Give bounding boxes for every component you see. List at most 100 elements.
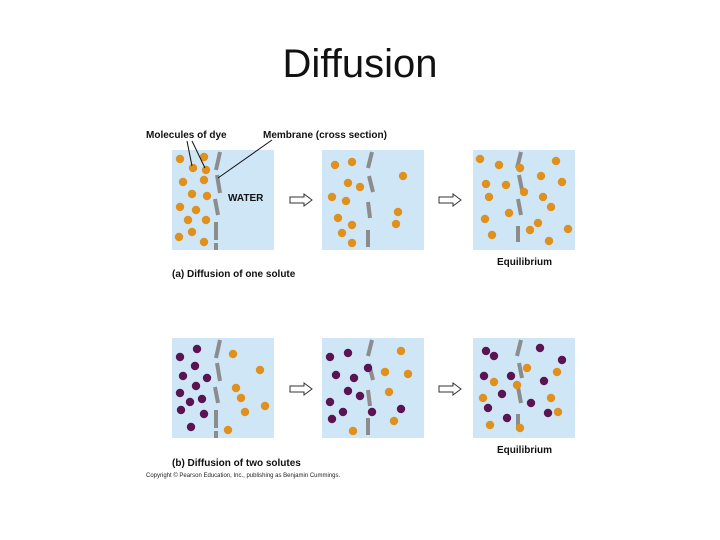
dye-molecule-orange <box>347 238 357 248</box>
dye-molecule-purple <box>186 422 196 432</box>
dye-molecule-orange <box>384 387 394 397</box>
dye-molecule-orange <box>544 236 554 246</box>
membrane-segment <box>215 174 222 194</box>
dye-molecule-orange <box>223 425 233 435</box>
dye-molecule-orange <box>260 401 270 411</box>
dye-molecule-purple <box>483 403 493 413</box>
process-arrow <box>438 193 462 207</box>
equilibrium-label-b: Equilibrium <box>497 445 552 456</box>
dye-molecule-orange <box>504 208 514 218</box>
membrane-segment <box>215 362 222 382</box>
dye-molecule-purple <box>535 343 545 353</box>
water-panel <box>172 338 274 438</box>
membrane-segment <box>213 386 220 404</box>
dye-molecule-purple <box>197 394 207 404</box>
dye-molecule-orange <box>515 423 525 433</box>
membrane-segment <box>214 339 222 359</box>
dye-molecule-orange <box>403 369 413 379</box>
dye-molecule-orange <box>489 377 499 387</box>
dye-molecule-purple <box>192 344 202 354</box>
dye-molecule-purple <box>526 398 536 408</box>
dye-molecule-orange <box>525 225 535 235</box>
dye-molecule-orange <box>199 175 209 185</box>
dye-molecule-purple <box>325 352 335 362</box>
dye-molecule-orange <box>202 191 212 201</box>
dye-molecule-orange <box>389 416 399 426</box>
dye-molecule-orange <box>347 157 357 167</box>
dye-molecule-orange <box>199 237 209 247</box>
dye-molecule-purple <box>506 371 516 381</box>
dye-molecule-orange <box>484 192 494 202</box>
dye-molecule-orange <box>563 224 573 234</box>
dye-molecule-purple <box>331 370 341 380</box>
dye-molecule-orange <box>538 192 548 202</box>
membrane-segment <box>366 339 374 357</box>
dye-molecule-purple <box>543 408 553 418</box>
dye-molecule-orange <box>494 160 504 170</box>
dye-molecule-orange <box>536 171 546 181</box>
membrane-segment <box>516 198 523 216</box>
dye-molecule-purple <box>489 351 499 361</box>
dye-molecule-orange <box>552 367 562 377</box>
leader-line <box>217 139 273 179</box>
dye-molecule-purple <box>185 397 195 407</box>
leader-line <box>186 140 193 167</box>
dye-molecule-purple <box>175 352 185 362</box>
membrane-segment <box>213 198 220 216</box>
copyright-text: Copyright © Pearson Education, Inc., pub… <box>146 473 341 479</box>
dye-molecule-purple <box>176 405 186 415</box>
dye-molecule-orange <box>391 219 401 229</box>
membrane-segment <box>366 151 374 169</box>
dye-molecule-orange <box>519 187 529 197</box>
dye-molecule-orange <box>327 192 337 202</box>
dye-molecule-orange <box>341 196 351 206</box>
process-arrow <box>289 382 313 396</box>
dye-molecule-orange <box>533 218 543 228</box>
process-arrow <box>438 382 462 396</box>
dye-molecule-orange <box>487 230 497 240</box>
dye-molecule-orange <box>333 213 343 223</box>
dye-molecule-purple <box>191 381 201 391</box>
dye-molecule-orange <box>393 207 403 217</box>
dye-molecule-orange <box>201 165 211 175</box>
dye-molecule-purple <box>349 373 359 383</box>
dye-molecule-orange <box>355 182 365 192</box>
membrane-label: Membrane (cross section) <box>263 130 387 141</box>
dye-molecule-orange <box>398 171 408 181</box>
dye-molecule-orange <box>174 232 184 242</box>
dye-molecule-orange <box>201 215 211 225</box>
dye-molecule-purple <box>479 371 489 381</box>
dye-molecule-purple <box>190 361 200 371</box>
dye-molecule-purple <box>202 373 212 383</box>
dye-molecule-orange <box>231 383 241 393</box>
process-arrow <box>289 193 313 207</box>
dye-molecule-purple <box>327 414 337 424</box>
dye-molecule-purple <box>175 388 185 398</box>
dye-molecule-purple <box>539 376 549 386</box>
dye-molecule-orange <box>551 156 561 166</box>
dye-molecule-orange <box>485 420 495 430</box>
membrane-segment <box>366 201 372 219</box>
molecules-of-dye-label: Molecules of dye <box>146 130 227 141</box>
dye-molecule-purple <box>178 371 188 381</box>
dye-molecule-orange <box>188 163 198 173</box>
dye-molecule-orange <box>343 178 353 188</box>
dye-molecule-purple <box>396 404 406 414</box>
dye-molecule-purple <box>497 389 507 399</box>
membrane-segment <box>214 151 222 171</box>
membrane-segment <box>517 174 524 191</box>
dye-molecule-orange <box>191 205 201 215</box>
dye-molecule-orange <box>546 202 556 212</box>
dye-molecule-orange <box>557 177 567 187</box>
dye-molecule-orange <box>512 380 522 390</box>
dye-molecule-orange <box>380 367 390 377</box>
dye-molecule-purple <box>502 413 512 423</box>
water-label: WATER <box>228 193 264 204</box>
dye-molecule-orange <box>183 215 193 225</box>
dye-molecule-purple <box>367 407 377 417</box>
membrane-segment <box>366 389 372 407</box>
dye-molecule-purple <box>338 407 348 417</box>
membrane-segment <box>516 386 523 404</box>
dye-molecule-orange <box>396 346 406 356</box>
